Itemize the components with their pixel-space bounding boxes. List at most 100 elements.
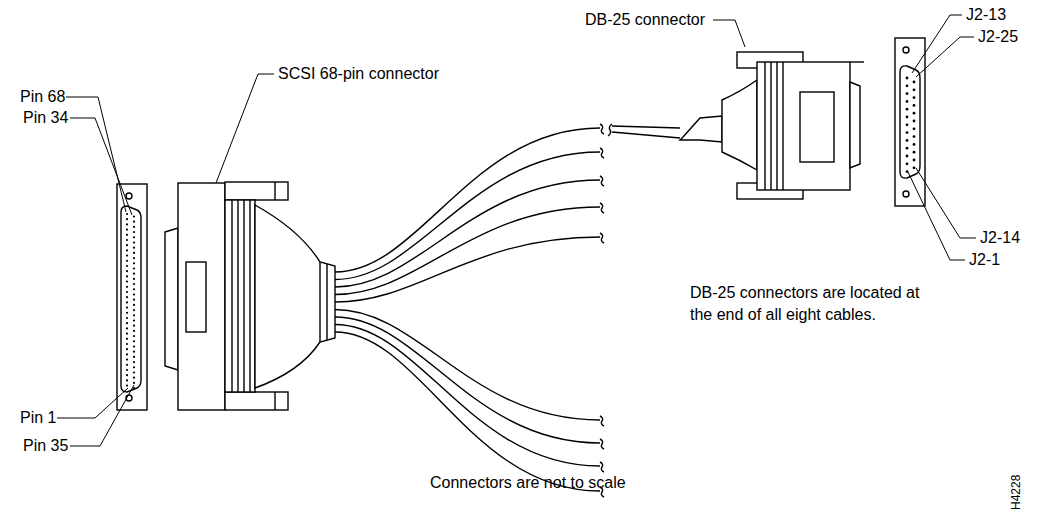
connector-label: SCSI 68-pin connector <box>278 64 439 84</box>
pin <box>133 241 135 243</box>
pin <box>913 159 916 162</box>
pin <box>126 265 128 267</box>
db25-boot <box>680 116 722 142</box>
pin <box>126 317 128 319</box>
pin <box>906 92 909 95</box>
pin <box>126 239 128 241</box>
db25-shroud <box>850 82 860 168</box>
pin <box>126 353 128 355</box>
pin <box>126 327 128 329</box>
pin <box>133 283 135 285</box>
cable-break <box>600 176 604 186</box>
pin <box>133 304 135 306</box>
pin <box>126 343 128 345</box>
pin <box>133 340 135 342</box>
figure-number: H4228 <box>1006 475 1026 510</box>
screw-tab <box>225 392 288 410</box>
pin <box>133 267 135 269</box>
pin <box>133 309 135 311</box>
pin <box>126 260 128 262</box>
grip-ridge <box>237 200 238 392</box>
pin <box>133 278 135 280</box>
pin <box>906 84 909 87</box>
pin <box>126 291 128 293</box>
grip-ridge <box>764 62 765 190</box>
leader-line <box>916 168 976 238</box>
mount-hole <box>126 193 132 199</box>
pin <box>133 371 135 373</box>
pin <box>133 231 135 233</box>
pin-label: J2-25 <box>978 27 1018 47</box>
pin <box>906 139 909 142</box>
note: DB-25 connectors are located at the end … <box>690 282 935 326</box>
pin <box>126 270 128 272</box>
pin <box>126 364 128 366</box>
connector-label: DB-25 connector <box>585 10 705 30</box>
leader-line <box>912 15 962 73</box>
pin <box>906 77 909 80</box>
pin <box>133 314 135 316</box>
note: Connectors are not to scale <box>430 473 626 493</box>
pin <box>126 322 128 324</box>
grip-ridge <box>770 62 771 190</box>
pin <box>906 100 909 103</box>
pin <box>126 307 128 309</box>
cable <box>335 128 600 272</box>
pin <box>126 379 128 381</box>
scsi-shroud <box>165 228 178 370</box>
pin <box>126 312 128 314</box>
pin <box>126 234 128 236</box>
pin <box>133 361 135 363</box>
pin <box>126 369 128 371</box>
pin <box>913 81 916 84</box>
tab-edge <box>274 392 275 410</box>
cable-break <box>600 124 604 134</box>
pin <box>133 356 135 358</box>
pin-label: J2-1 <box>969 250 1000 270</box>
grip-ridge <box>776 62 777 190</box>
leader-line <box>916 37 974 77</box>
leader-line <box>216 74 274 183</box>
pin <box>126 359 128 361</box>
grip-ridge <box>249 200 250 392</box>
pin <box>133 382 135 384</box>
pin <box>133 351 135 353</box>
cable-break <box>600 462 604 472</box>
grip-ridge <box>243 200 244 392</box>
scsi-label-area <box>186 262 206 332</box>
db25-body <box>757 62 850 190</box>
mount-hole <box>903 47 909 53</box>
pin <box>133 221 135 223</box>
pin <box>913 135 916 138</box>
pin <box>133 325 135 327</box>
leader-line <box>66 97 126 212</box>
pin <box>133 299 135 301</box>
cable <box>612 132 680 138</box>
pin-label: Pin 34 <box>23 108 68 128</box>
pin <box>133 377 135 379</box>
pin <box>913 88 916 91</box>
pin <box>913 112 916 115</box>
pin <box>133 273 135 275</box>
pin <box>133 215 135 217</box>
cable-break <box>608 124 612 136</box>
pin <box>126 213 128 215</box>
pin <box>913 127 916 130</box>
pin <box>126 218 128 220</box>
pin-label: Pin 35 <box>23 436 68 456</box>
scsi-backshell <box>225 200 255 392</box>
pin <box>906 116 909 119</box>
pin <box>126 229 128 231</box>
screw-tab <box>225 182 288 200</box>
scsi-shell <box>121 206 141 392</box>
boot-edge <box>326 264 327 340</box>
pin <box>126 333 128 335</box>
pin <box>126 249 128 251</box>
cable-break <box>600 233 604 243</box>
pin <box>133 293 135 295</box>
db25-label-area <box>800 92 834 162</box>
pin <box>133 345 135 347</box>
pin <box>913 166 916 169</box>
pin <box>133 319 135 321</box>
pin <box>126 296 128 298</box>
